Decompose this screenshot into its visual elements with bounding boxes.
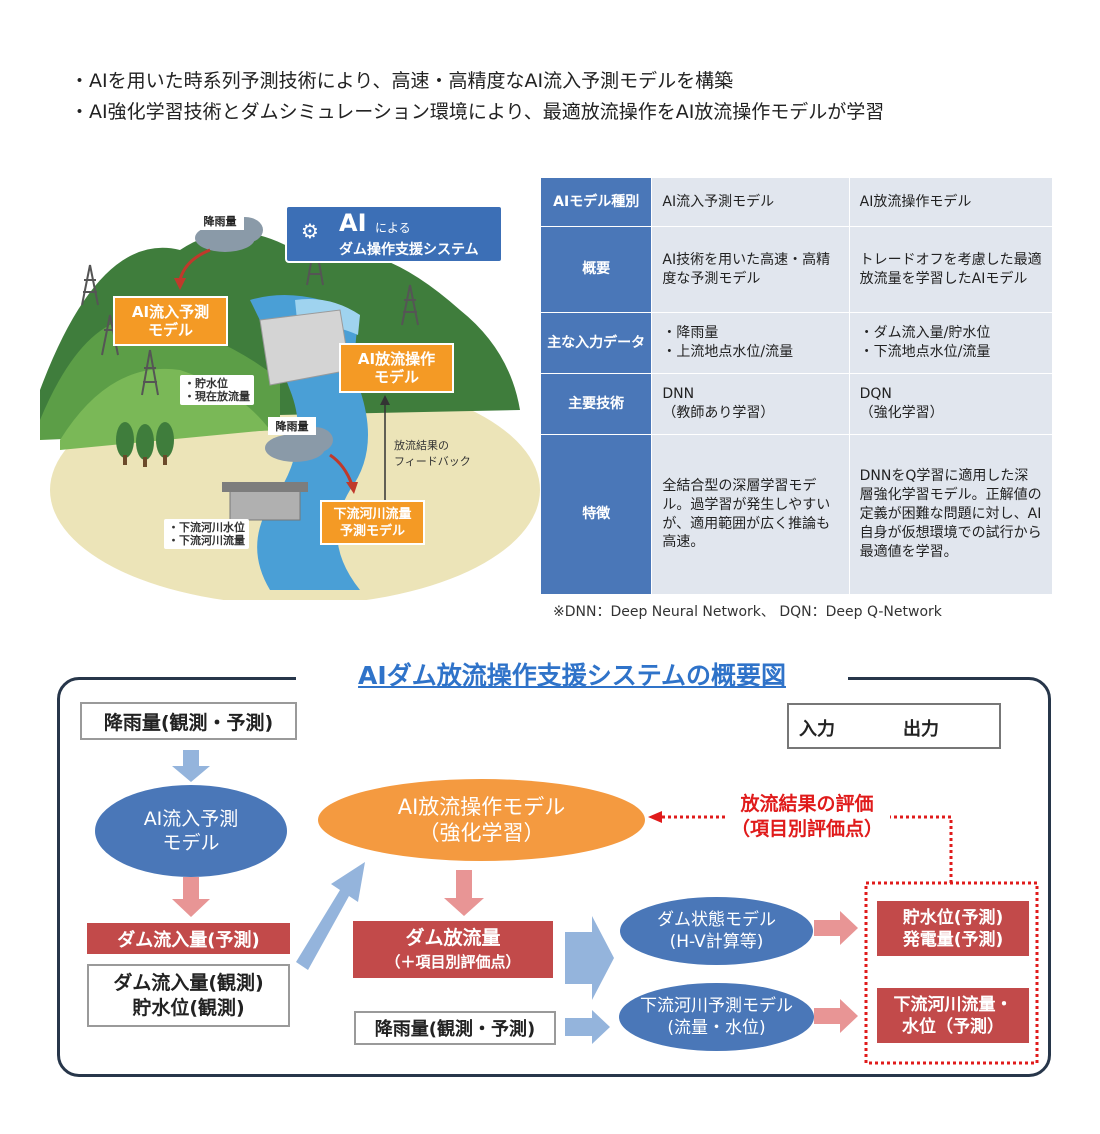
dam-tags: ・貯水位・現在放流量	[180, 375, 254, 405]
legend-input-label: 入力	[799, 719, 835, 740]
river-tags: ・下流河川水位・下流河川流量	[164, 519, 249, 549]
table-col-discharge: AI放流操作モデル	[848, 177, 1054, 227]
cell: ・降雨量 ・上流地点水位/流量	[651, 312, 850, 374]
ai-system-big: AI	[339, 209, 367, 237]
inflow-model-oval: AI流入予測モデル	[95, 785, 287, 877]
illus-river-model: 下流河川流量予測モデル	[320, 500, 425, 545]
river-pred-model-oval: 下流河川予測モデル(流量・水位)	[619, 983, 814, 1051]
cell: トレードオフを考慮した最適放流量を学習したAIモデル	[848, 226, 1054, 313]
row-label: 概要	[539, 226, 653, 313]
dam-inflow-obs-box: ダム流入量(観測)貯水位(観測)	[87, 964, 290, 1027]
cell: DNNをQ学習に適用した深層強化学習モデル。正解値の定義が困難な問題に対し、AI…	[848, 434, 1054, 595]
arrow-discharge-to-models	[565, 916, 614, 1000]
rain-label-top: 降雨量	[196, 212, 244, 230]
ai-system-badge: ⚙ AI による ダム操作支援システム	[285, 205, 503, 263]
table-row: 概要 AI技術を用いた高速・高精度な予測モデル トレードオフを考慮した最適放流量…	[539, 226, 1054, 313]
cell: DQN （強化学習）	[848, 373, 1054, 435]
table-header-corner: AIモデル種別	[539, 177, 653, 227]
cell: 全結合型の深層学習モデル。過学習が発生しやすいが、適用範囲が広く推論も高速。	[651, 434, 850, 595]
output-storage-box: 貯水位(予測)発電量(予測)	[877, 901, 1029, 956]
arrow-model-to-discharge	[444, 870, 484, 916]
table-col-inflow: AI流入予測モデル	[651, 177, 850, 227]
table-row: 特徴 全結合型の深層学習モデル。過学習が発生しやすいが、適用範囲が広く推論も高速…	[539, 434, 1054, 595]
ai-system-sub: ダム操作支援システム	[339, 242, 479, 258]
bullet-line-1: ・AIを用いた時系列予測技術により、高速・高精度なAI流入予測モデルを構築	[70, 70, 734, 92]
rain-obs-pred-box-2: 降雨量(観測・予測)	[354, 1011, 556, 1045]
arrow-river-to-output	[814, 999, 858, 1033]
rain-label-bottom: 降雨量	[268, 417, 316, 435]
discharge-model-oval: AI放流操作モデル（強化学習）	[318, 779, 645, 861]
model-table: AIモデル種別 AI流入予測モデル AI放流操作モデル 概要 AI技術を用いた高…	[539, 177, 1054, 595]
cell: DNN （教師あり学習）	[651, 373, 850, 435]
arrow-state-to-output	[814, 911, 858, 945]
illus-inflow-model: AI流入予測モデル	[113, 296, 228, 346]
dam-discharge-box: ダム放流量（＋項目別評価点）	[353, 921, 553, 978]
ai-system-small: による	[375, 221, 411, 235]
legend-box: 入力 出力	[787, 703, 1001, 749]
illus-discharge-model: AI放流操作モデル	[339, 343, 454, 393]
arrow-inflow-to-pred	[172, 877, 210, 917]
row-label: 主な入力データ	[539, 312, 653, 374]
dam-inflow-pred-box: ダム流入量(予測)	[87, 923, 290, 954]
legend-output-label: 出力	[903, 719, 939, 740]
feedback-label: 放流結果のフィードバック	[394, 439, 471, 468]
output-river-box: 下流河川流量・水位（予測）	[877, 988, 1029, 1043]
arrow-rain-to-inflow	[172, 750, 210, 782]
dam-state-model-oval: ダム状態モデル(H-V計算等)	[620, 897, 813, 965]
row-label: 特徴	[539, 434, 653, 595]
cell: AI技術を用いた高速・高精度な予測モデル	[651, 226, 850, 313]
diagram-title: AIダム放流操作支援システムの概要図	[296, 656, 848, 696]
rain-obs-pred-box: 降雨量(観測・予測)	[80, 702, 297, 740]
gear-icon: ⚙	[301, 219, 319, 243]
arrow-to-discharge-model	[296, 862, 365, 970]
feedback-arrow-head	[648, 811, 662, 823]
bullet-line-2: ・AI強化学習技術とダムシミュレーション環境により、最適放流操作をAI放流操作モ…	[70, 101, 885, 123]
table-footnote: ※DNN：Deep Neural Network、 DQN：Deep Q-Net…	[553, 604, 942, 620]
table-row: 主な入力データ ・降雨量 ・上流地点水位/流量 ・ダム流入量/貯水位 ・下流地点…	[539, 312, 1054, 374]
arrow-rain-to-river	[565, 1010, 610, 1044]
table-row: 主要技術 DNN （教師あり学習） DQN （強化学習）	[539, 373, 1054, 435]
evaluation-label: 放流結果の評価（項目別評価点）	[730, 793, 883, 840]
row-label: 主要技術	[539, 373, 653, 435]
